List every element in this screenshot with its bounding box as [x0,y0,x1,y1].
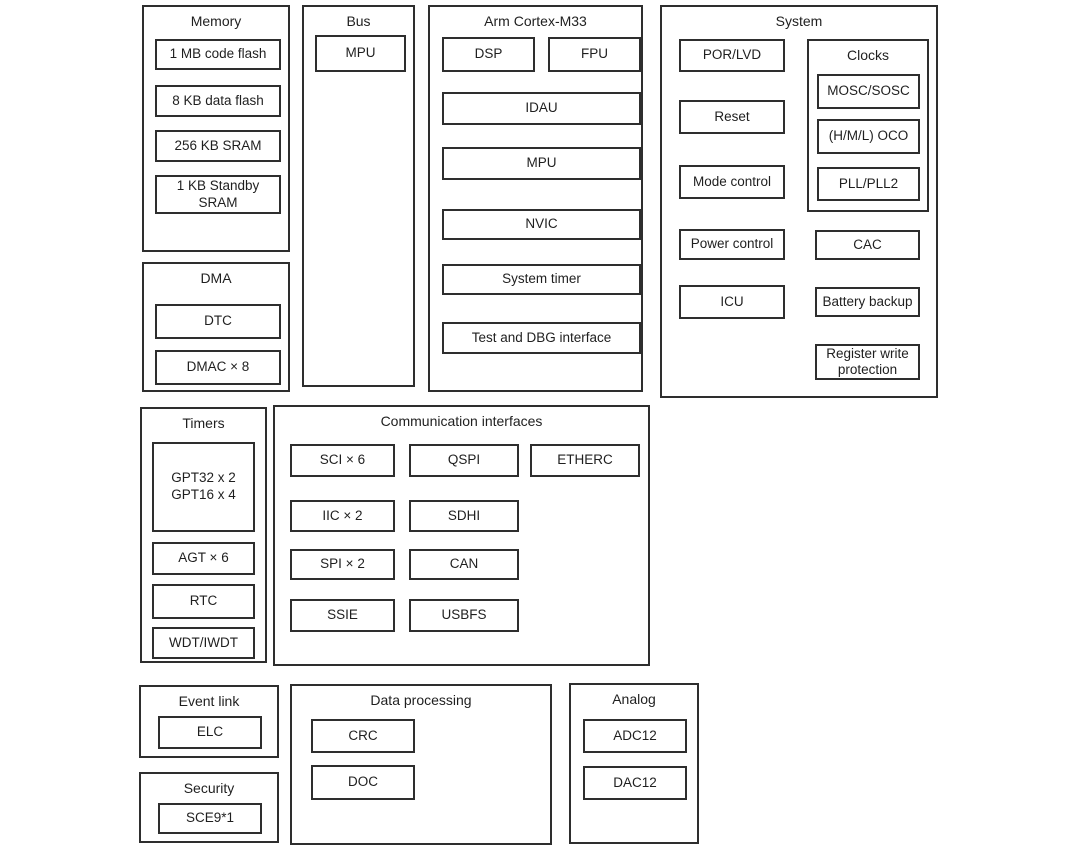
block-idau: IDAU [442,92,641,125]
block-dmac: DMAC × 8 [155,350,281,385]
block-256kb-sram: 256 KB SRAM [155,130,281,162]
memory-group: Memory 1 MB code flash 8 KB data flash 2… [142,5,290,252]
block-iic: IIC × 2 [290,500,395,532]
block-crc: CRC [311,719,415,753]
block-1mb-code-flash: 1 MB code flash [155,39,281,70]
data-processing-group: Data processing CRC DOC [290,684,552,845]
block-pll-pll2: PLL/PLL2 [817,167,920,201]
block-power-control: Power control [679,229,785,260]
block-agt: AGT × 6 [152,542,255,575]
analog-group: Analog ADC12 DAC12 [569,683,699,844]
block-usbfs: USBFS [409,599,519,632]
block-dac12: DAC12 [583,766,687,800]
block-doc: DOC [311,765,415,800]
block-mode-control: Mode control [679,165,785,199]
block-mosc-sosc: MOSC/SOSC [817,74,920,109]
block-gpt: GPT32 x 2 GPT16 x 4 [152,442,255,532]
block-8kb-data-flash: 8 KB data flash [155,85,281,117]
data-processing-group-title: Data processing [370,692,472,708]
communication-interfaces-group-title: Communication interfaces [380,413,543,429]
memory-group-title: Memory [190,13,242,29]
communication-interfaces-group: Communication interfaces SCI × 6 QSPI ET… [273,405,650,666]
block-reset: Reset [679,100,785,134]
block-spi: SPI × 2 [290,549,395,580]
block-can: CAN [409,549,519,580]
security-group: Security SCE9*1 [139,772,279,843]
block-test-dbg-interface: Test and DBG interface [442,322,641,354]
bus-group-title: Bus [346,13,371,29]
gpt32-label: GPT32 x 2 [171,470,236,486]
block-system-timer: System timer [442,264,641,295]
block-fpu: FPU [548,37,641,72]
block-standby-sram: 1 KB Standby SRAM [155,175,281,214]
clocks-subgroup-title: Clocks [846,47,889,63]
block-por-lvd: POR/LVD [679,39,785,72]
event-link-group: Event link ELC [139,685,279,758]
block-icu: ICU [679,285,785,319]
block-elc: ELC [158,716,262,749]
timers-group-title: Timers [182,415,225,431]
gpt16-label: GPT16 x 4 [171,487,236,502]
block-register-write-protection: Register write protection [815,344,920,380]
block-sci: SCI × 6 [290,444,395,477]
block-dtc: DTC [155,304,281,339]
event-link-group-title: Event link [178,693,240,709]
block-mpu-bus: MPU [315,35,406,72]
block-dsp: DSP [442,37,535,72]
block-qspi: QSPI [409,444,519,477]
block-rtc: RTC [152,584,255,619]
block-nvic: NVIC [442,209,641,240]
block-sce9: SCE9*1 [158,803,262,834]
system-group-title: System [775,13,823,29]
block-etherc: ETHERC [530,444,640,477]
dma-group: DMA DTC DMAC × 8 [142,262,290,392]
block-cac: CAC [815,230,920,260]
timers-group: Timers GPT32 x 2 GPT16 x 4 AGT × 6 RTC W… [140,407,267,663]
cortex-m33-group: Arm Cortex-M33 DSP FPU IDAU MPU NVIC Sys… [428,5,643,392]
block-hml-oco: (H/M/L) OCO [817,119,920,154]
security-group-title: Security [183,780,235,796]
block-sdhi: SDHI [409,500,519,532]
block-wdt-iwdt: WDT/IWDT [152,627,255,659]
block-mpu-cortex: MPU [442,147,641,180]
block-ssie: SSIE [290,599,395,632]
bus-group: Bus MPU [302,5,415,387]
block-adc12: ADC12 [583,719,687,753]
dma-group-title: DMA [200,270,232,286]
analog-group-title: Analog [612,691,656,707]
system-group: System POR/LVD Reset Mode control Power … [660,5,938,398]
block-battery-backup: Battery backup [815,287,920,317]
clocks-subgroup: Clocks MOSC/SOSC (H/M/L) OCO PLL/PLL2 [807,39,929,212]
cortex-m33-group-title: Arm Cortex-M33 [484,13,587,29]
